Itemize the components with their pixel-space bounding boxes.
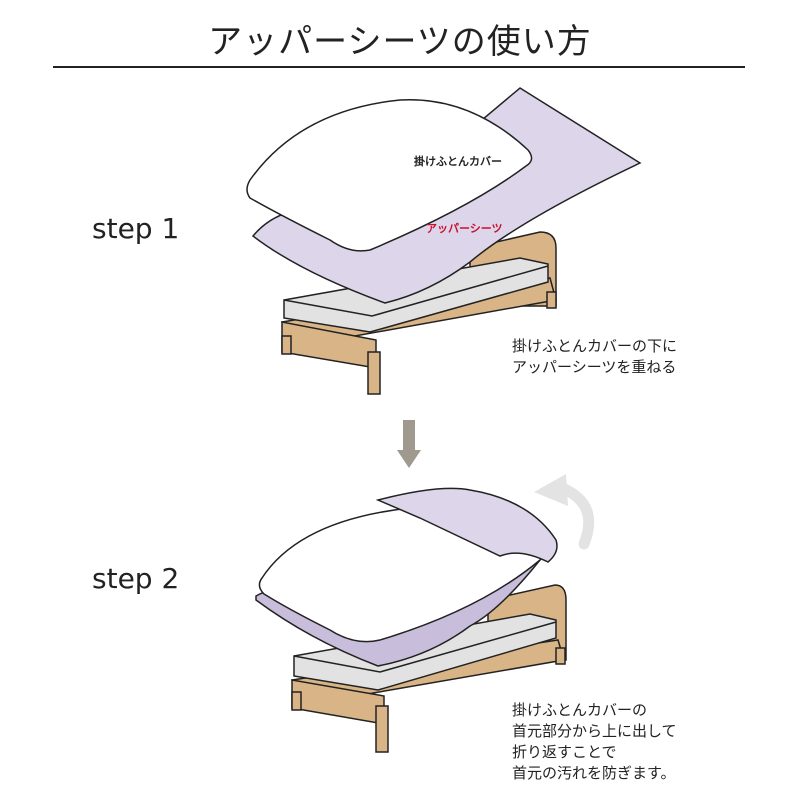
step2-bed [291,584,567,753]
step2-label: step 2 [92,562,180,595]
step1-label: step 1 [92,212,180,245]
step1-description-line: 掛けふとんカバーの下に [512,337,678,355]
step2-description-line: 折り返すことで [512,743,617,761]
step2-description-line: 首元部分から上に出して [512,722,677,740]
step1-duvet-label: 掛けふとんカバー [414,154,502,168]
step1-description: 掛けふとんカバーの下に アッパーシーツを重ねる [512,336,677,378]
title-divider [53,66,745,68]
step1-duvet [246,98,533,252]
step2-description-line: 掛けふとんカバーの [512,701,648,719]
page-title: アッパーシーツの使い方 [208,22,592,62]
down-arrow-icon [397,420,421,468]
step2-folded-sheet [375,487,558,563]
step1-sheet-label: アッパーシーツ [426,222,503,235]
step1-bed [281,231,557,395]
step2-description-line: 首元の汚れを防ぎます。 [512,764,676,782]
curved-arrow-icon [534,474,595,550]
step1-description-line: アッパーシーツを重ねる [512,358,677,376]
step2-description: 掛けふとんカバーの 首元部分から上に出して 折り返すことで 首元の汚れを防ぎます… [512,700,677,784]
